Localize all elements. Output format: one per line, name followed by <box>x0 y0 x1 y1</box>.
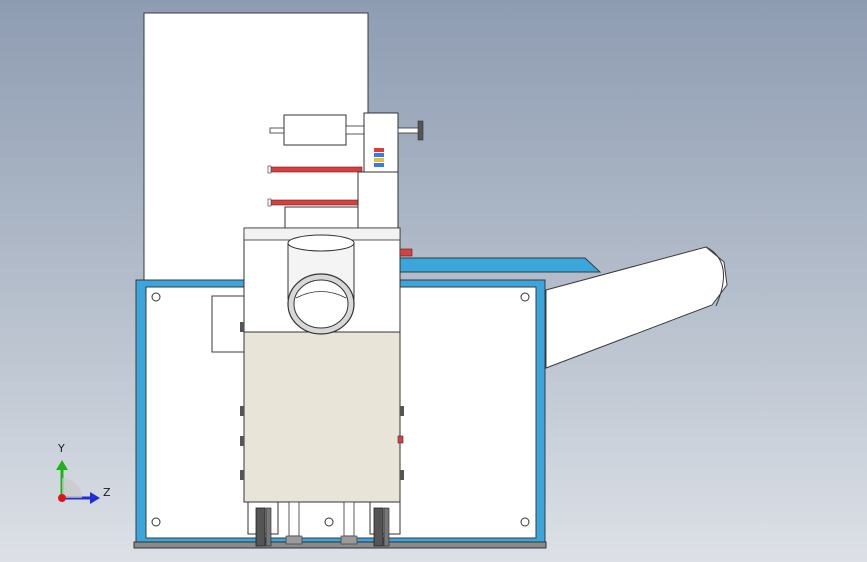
vertical-column <box>357 171 399 231</box>
roller <box>283 114 347 146</box>
red-rod-bottom <box>269 199 363 206</box>
base-plate <box>133 541 547 549</box>
bolt <box>520 292 530 302</box>
bolt <box>151 517 161 527</box>
z-axis-label: Z <box>103 486 111 499</box>
bolt <box>520 517 530 527</box>
adjust-knob <box>417 120 424 141</box>
wheel <box>255 507 266 547</box>
orientation-triad <box>56 460 100 504</box>
conveyor-top-blue <box>399 257 602 273</box>
machine-body <box>243 331 401 503</box>
y-axis-label: Y <box>58 442 65 455</box>
roller-axle <box>269 127 285 134</box>
bolt <box>151 292 161 302</box>
red-rod-top <box>269 166 363 173</box>
bolt <box>324 517 334 527</box>
wheel <box>373 507 384 547</box>
